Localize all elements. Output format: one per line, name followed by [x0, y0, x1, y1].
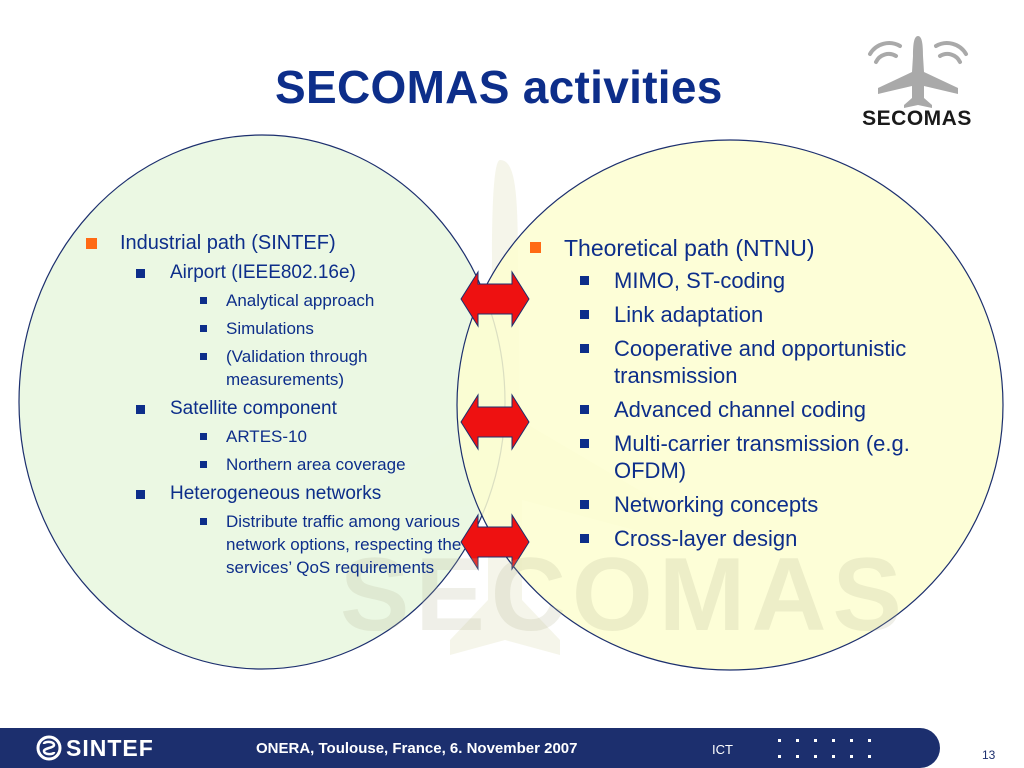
page-number: 13	[982, 748, 996, 762]
list-item: Link adaptation	[580, 301, 968, 328]
theoretical-path-panel: Theoretical path (NTNU) MIMO, ST-coding …	[528, 233, 968, 559]
list-item: Simulations	[198, 317, 474, 340]
footer-bar	[0, 728, 940, 768]
theoretical-path-heading: Theoretical path (NTNU)	[564, 235, 815, 261]
list-item: Cross-layer design	[580, 525, 968, 552]
list-item: Distribute traffic among various network…	[198, 510, 474, 579]
list-item: Multi-carrier transmission (e.g. OFDM)	[580, 430, 968, 484]
list-item: Networking concepts	[580, 491, 968, 518]
list-item: MIMO, ST-coding	[580, 267, 968, 294]
secomas-logo: SECOMAS	[848, 32, 988, 137]
list-item: Heterogeneous networks Distribute traffi…	[136, 482, 474, 579]
footer-logo-text: SINTEF	[66, 735, 154, 761]
airplane-with-signal-waves-icon	[868, 36, 968, 108]
double-headed-arrow-icon	[460, 513, 530, 571]
footer-event: ONERA, Toulouse, France, 6. November 200…	[256, 740, 578, 757]
double-headed-arrow-icon	[460, 393, 530, 451]
industrial-path-panel: Industrial path (SINTEF) Airport (IEEE80…	[84, 230, 474, 585]
secomas-watermark: SECOMAS	[340, 537, 908, 653]
industrial-path-item: Industrial path (SINTEF) Airport (IEEE80…	[84, 230, 474, 579]
list-item: Analytical approach	[198, 289, 474, 312]
right-circle	[456, 139, 1004, 671]
double-headed-arrow-icon	[460, 270, 530, 328]
list-item: Advanced channel coding	[580, 396, 968, 423]
industrial-path-heading: Industrial path (SINTEF)	[120, 232, 336, 254]
footer-department: ICT	[712, 742, 733, 757]
list-item: Satellite component ARTES-10 Northern ar…	[136, 397, 474, 476]
list-item: ARTES-10	[198, 425, 474, 448]
sintef-logo-icon	[36, 735, 62, 761]
list-item: Cooperative and opportunistic transmissi…	[580, 335, 968, 389]
list-item: Airport (IEEE802.16e) Analytical approac…	[136, 261, 474, 391]
slide-footer: SINTEF ONERA, Toulouse, France, 6. Novem…	[0, 728, 1024, 768]
logo-text: SECOMAS	[862, 107, 972, 130]
list-item: Northern area coverage	[198, 453, 474, 476]
slide-title: SECOMAS activities	[275, 61, 723, 113]
list-item: (Validation through measurements)	[198, 345, 474, 391]
dots-pattern-icon	[778, 739, 871, 758]
theoretical-path-item: Theoretical path (NTNU) MIMO, ST-coding …	[528, 233, 968, 552]
